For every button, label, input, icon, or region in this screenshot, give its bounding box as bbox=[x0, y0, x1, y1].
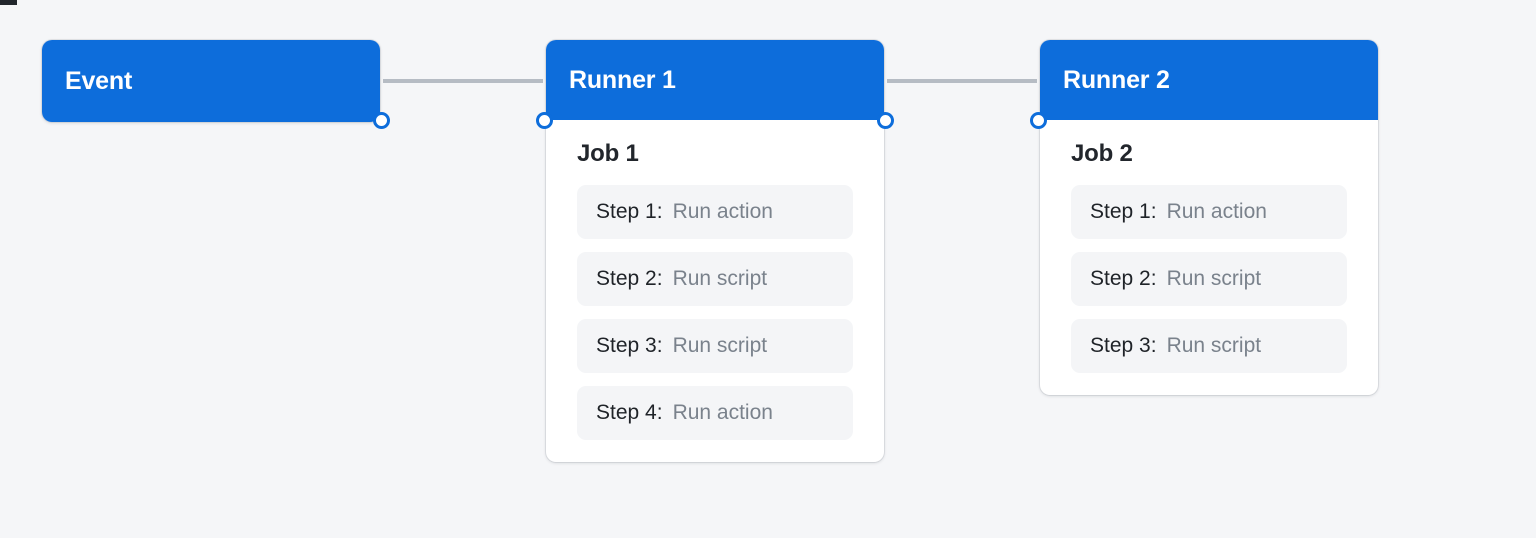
source-handle-event[interactable] bbox=[373, 112, 390, 129]
node-title: Event bbox=[65, 66, 133, 95]
step-row[interactable]: Step 3: Run script bbox=[577, 319, 853, 373]
step-label: Step 4: bbox=[596, 401, 663, 424]
node-header-event[interactable]: Event bbox=[42, 40, 380, 122]
step-row[interactable]: Step 2: Run script bbox=[577, 252, 853, 306]
job-title: Job 1 bbox=[577, 140, 639, 167]
step-value: Run action bbox=[672, 200, 773, 223]
step-row[interactable]: Step 3: Run script bbox=[1071, 319, 1347, 373]
step-row[interactable]: Step 1: Run action bbox=[1071, 185, 1347, 239]
step-row[interactable]: Step 2: Run script bbox=[1071, 252, 1347, 306]
step-label: Step 1: bbox=[1090, 200, 1157, 223]
node-title: Runner 1 bbox=[569, 65, 676, 94]
step-label: Step 2: bbox=[596, 267, 663, 290]
step-value: Run action bbox=[672, 401, 773, 424]
node-header-runner-1[interactable]: Runner 1 bbox=[546, 40, 884, 120]
corner-artifact bbox=[0, 0, 17, 5]
step-value: Run script bbox=[672, 267, 768, 290]
step-value: Run script bbox=[1166, 334, 1262, 357]
job-title: Job 2 bbox=[1071, 140, 1133, 167]
node-event[interactable]: Event bbox=[42, 40, 390, 129]
source-handle-runner-1[interactable] bbox=[877, 112, 894, 129]
step-value: Run script bbox=[1166, 267, 1262, 290]
target-handle-runner-1[interactable] bbox=[536, 112, 553, 129]
node-header-runner-2[interactable]: Runner 2 bbox=[1040, 40, 1378, 120]
step-label: Step 1: bbox=[596, 200, 663, 223]
target-handle-runner-2[interactable] bbox=[1030, 112, 1047, 129]
step-label: Step 3: bbox=[596, 334, 663, 357]
step-label: Step 2: bbox=[1090, 267, 1157, 290]
node-title: Runner 2 bbox=[1063, 65, 1170, 94]
step-row[interactable]: Step 1: Run action bbox=[577, 185, 853, 239]
step-value: Run action bbox=[1166, 200, 1267, 223]
step-label: Step 3: bbox=[1090, 334, 1157, 357]
step-value: Run script bbox=[672, 334, 768, 357]
step-row[interactable]: Step 4: Run action bbox=[577, 386, 853, 440]
